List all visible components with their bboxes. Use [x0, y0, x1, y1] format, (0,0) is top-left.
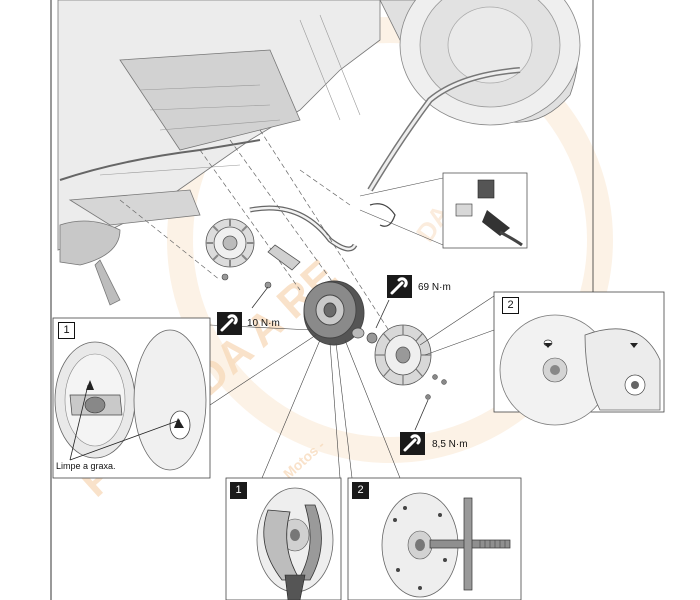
torque-label-8-5nm: 8,5 N·m: [432, 439, 468, 450]
grease-note: Limpe a graxa.: [56, 461, 116, 471]
stator-part: [205, 218, 255, 268]
torque-wrench-icon: [387, 275, 412, 298]
torque-label-69nm: 69 N·m: [418, 282, 451, 293]
step2-puller-detail: [347, 477, 522, 600]
inset-grease-detail: [52, 317, 211, 479]
torque-wrench-icon: [217, 312, 242, 335]
inset-number-badge: 1: [58, 322, 75, 339]
washer-part: [351, 327, 365, 339]
watermark-ring: [167, 17, 613, 463]
torque-wrench-icon: [400, 432, 425, 455]
step-number-badge: 1: [230, 482, 247, 499]
connector-detail-box: [442, 172, 528, 249]
step1-puller-detail: [225, 477, 342, 600]
rotor-part: [303, 280, 365, 346]
inset-leader-lines: [209, 295, 495, 479]
clip-part: [369, 203, 396, 227]
inset-number-badge: 2: [502, 297, 519, 314]
motorcycle-frame: [57, 0, 581, 306]
step-number-badge: 2: [352, 482, 369, 499]
torque-label-10nm: 10 N·m: [247, 318, 280, 329]
inset-timing-detail: [493, 291, 665, 426]
nut-part: [366, 332, 378, 344]
frame-detail-lines: [99, 14, 361, 176]
starter-clutch-part: [374, 324, 432, 386]
bracket-part: [267, 244, 301, 271]
